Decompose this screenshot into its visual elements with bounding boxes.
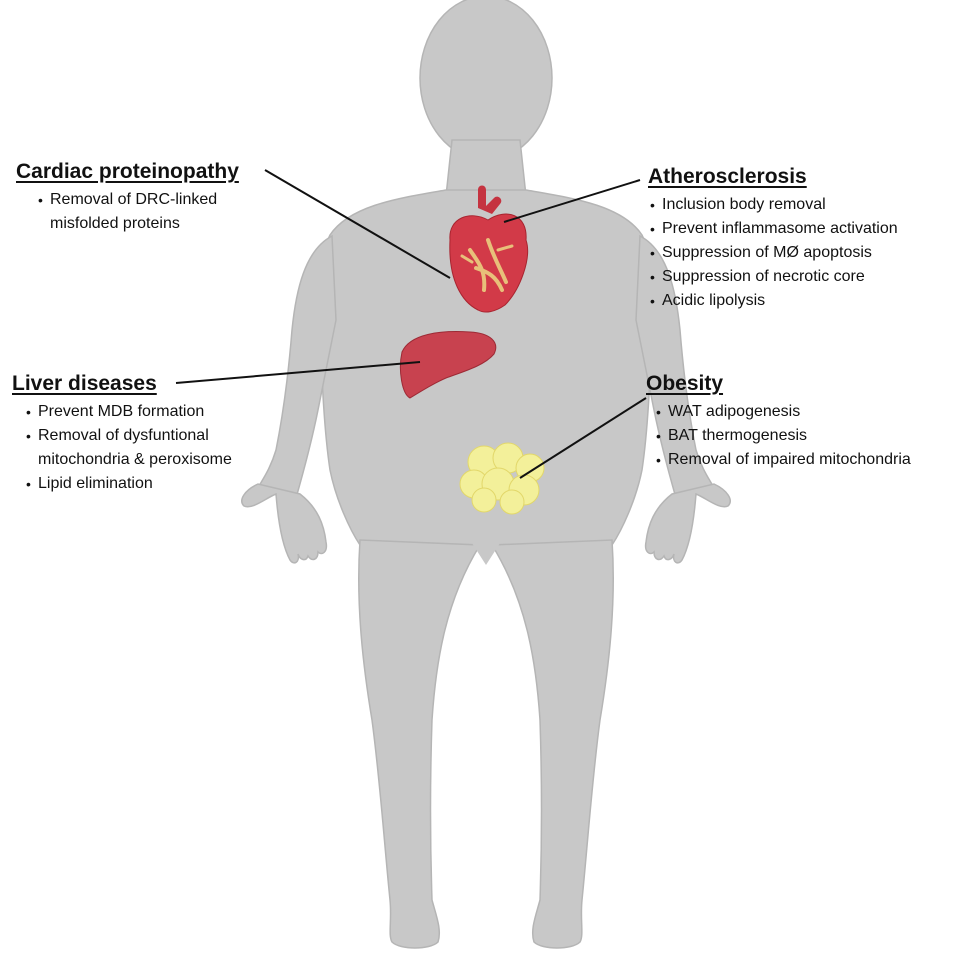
list-item: Suppression of MØ apoptosis <box>648 241 898 265</box>
list-item: Prevent inflammasome activation <box>648 217 898 241</box>
cardiac-proteinopathy-heading: Cardiac proteinopathy <box>16 160 239 184</box>
liver-diseases-list: Prevent MDB formation Removal of dysfunt… <box>24 400 232 496</box>
list-item: Acidic lipolysis <box>648 289 898 313</box>
list-item: misfolded proteins <box>36 212 239 236</box>
list-item: BAT thermogenesis <box>654 424 911 448</box>
list-item: Removal of DRC-linked <box>36 188 239 212</box>
obesity-heading: Obesity <box>646 372 911 396</box>
cardiac-proteinopathy-block: Cardiac proteinopathy Removal of DRC-lin… <box>16 160 239 236</box>
cardiac-proteinopathy-list: Removal of DRC-linked misfolded proteins <box>36 188 239 236</box>
atherosclerosis-list: Inclusion body removal Prevent inflammas… <box>648 193 898 313</box>
list-item: Removal of dysfuntional <box>24 424 232 448</box>
list-item: mitochondria & peroxisome <box>24 448 232 472</box>
list-item: Suppression of necrotic core <box>648 265 898 289</box>
liver-diseases-heading: Liver diseases <box>12 372 232 396</box>
list-item: WAT adipogenesis <box>654 400 911 424</box>
list-item: Lipid elimination <box>24 472 232 496</box>
liver-diseases-block: Liver diseases Prevent MDB formation Rem… <box>12 372 232 496</box>
fat-tissue-icon <box>460 443 544 514</box>
obesity-block: Obesity WAT adipogenesis BAT thermogenes… <box>646 372 911 472</box>
list-item: Removal of impaired mitochondria <box>654 448 911 472</box>
atherosclerosis-heading: Atherosclerosis <box>648 165 898 189</box>
list-item: Inclusion body removal <box>648 193 898 217</box>
obesity-list: WAT adipogenesis BAT thermogenesis Remov… <box>654 400 911 472</box>
list-item: Prevent MDB formation <box>24 400 232 424</box>
atherosclerosis-block: Atherosclerosis Inclusion body removal P… <box>648 165 898 313</box>
